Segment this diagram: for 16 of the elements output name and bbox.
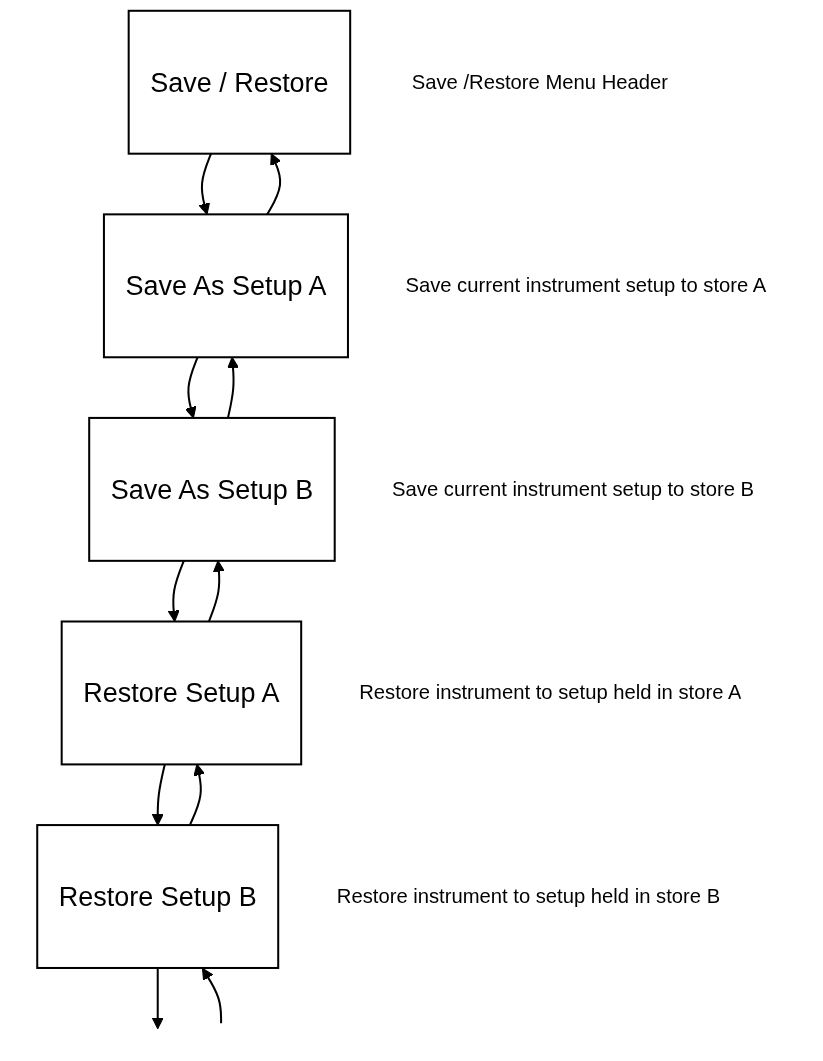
node-box: Restore Setup A [60, 620, 303, 766]
node-box: Save / Restore [127, 9, 352, 155]
node-label: Restore instrument to setup held in store B [336, 884, 721, 907]
node-label: Save current instrument setup to store B [392, 476, 755, 500]
node-box: Save As Setup B [88, 416, 336, 562]
node-box: Save As Setup A [102, 213, 349, 359]
node-label: Save /Restore Menu Header [411, 69, 669, 93]
arrow [151, 968, 164, 1030]
arrow [207, 560, 225, 622]
node-label: Restore instrument to setup held in store A [359, 680, 742, 704]
arrow [151, 764, 166, 826]
node-label: Save current instrument setup to store A [405, 273, 767, 297]
arrow [201, 967, 223, 1024]
arrow [198, 153, 212, 215]
node-box: Restore Setup B [36, 824, 280, 969]
arrow [266, 153, 282, 215]
